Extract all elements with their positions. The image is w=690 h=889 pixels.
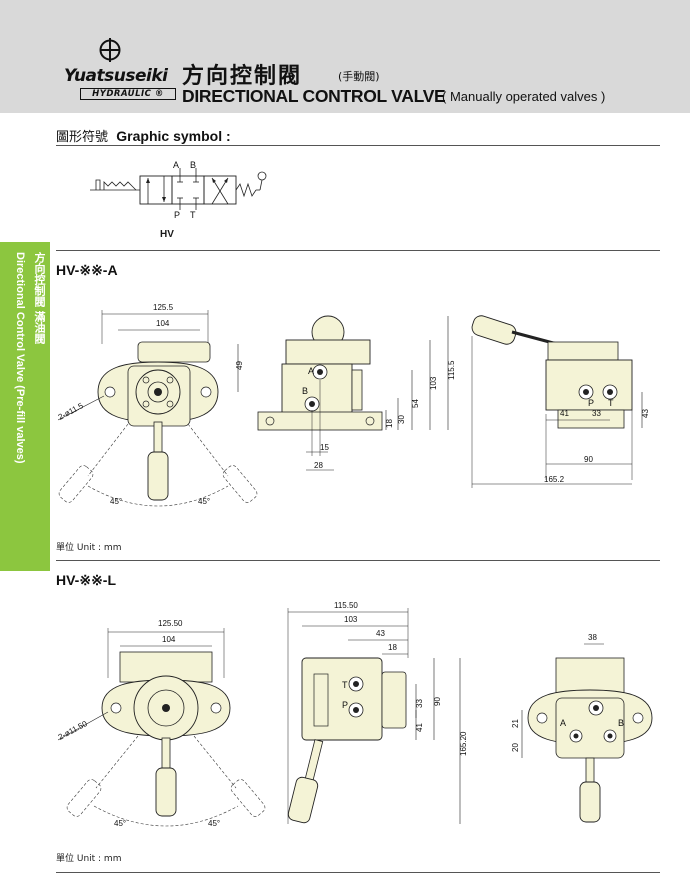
dim-l-rear-3: 20 [511,743,520,752]
page-title-en-sub: ( Manually operated valves ) [442,89,606,104]
dim-a-front-angle-1: 45° [110,497,122,506]
dim-l-side-7: 90 [433,697,442,706]
port-l-side-t: T [342,680,348,690]
dim-a-front-1: 125.5 [153,303,174,312]
drawing-a-side: A B 103 115.5 54 30 18 15 28 [257,315,456,471]
page-title-cn-sub: (手動閥) [338,70,380,83]
port-l-side-p: P [342,700,348,710]
dim-a-side-6: 15 [320,443,329,452]
port-a-rear-p: P [588,398,594,408]
dim-l-front-1: 125.50 [158,619,183,628]
drawing-l-side: 115.50 103 43 18 T P 33 41 90 165.20 [287,601,468,824]
side-tab [0,242,50,571]
dim-l-side-2: 103 [344,615,358,624]
brand-mark-icon [99,38,121,62]
brand-sub: HYDRAULIC ® [80,88,176,100]
dim-l-rear-2: 21 [511,719,520,728]
dim-a-side-2: 115.5 [447,360,456,380]
divider [56,560,660,561]
drawing-a-front: 125.5 104 49 2-ø11.5 45° 45° [58,303,258,507]
dim-a-rear-4: 90 [584,455,593,464]
unit-label-l: 單位 Unit : mm [56,854,122,864]
port-label-t: T [190,210,196,220]
graphic-symbol-diagram: A B P T [90,160,267,220]
brand-name: Yuatsuseiki [64,66,168,86]
dim-l-front-hole: 2-ø11.50 [58,719,89,742]
port-a-side-b: B [302,386,308,396]
dim-l-front-2: 104 [162,635,176,644]
dim-a-front-angle-2: 45° [198,497,210,506]
dim-l-side-5: 33 [415,699,424,708]
port-a-side-a: A [308,366,314,376]
unit-label-a: 單位 Unit : mm [56,543,122,553]
port-label-b: B [190,160,196,170]
dim-l-side-4: 18 [388,643,397,652]
model-heading-a: HV-※※-A [56,262,118,278]
drawing-l-front: 125.50 104 2-ø11.50 45° 45° [58,619,266,828]
dim-a-front-hole: 2-ø11.5 [58,401,85,422]
drawing-a-rear: P T 43 41 33 90 165.2 [471,315,650,488]
drawing-l-rear: 38 A B 21 20 [511,633,653,823]
dim-a-rear-2: 41 [560,409,569,418]
divider [56,250,660,251]
dim-a-side-1: 103 [429,376,438,390]
dim-a-side-4: 30 [397,415,406,424]
graphic-symbol-heading: 圖形符號 Graphic symbol : [56,128,231,145]
dim-l-front-angle-2: 45° [208,819,220,828]
dim-l-front-angle-1: 45° [114,819,126,828]
divider [56,872,660,873]
page-title-en: DIRECTIONAL CONTROL VALVE [182,86,446,106]
dim-a-side-5: 18 [385,419,394,428]
dim-a-front-2: 104 [156,319,170,328]
side-tab-en: Directional Control Valve (Pre-fill valv… [14,252,26,464]
dim-l-side-6: 41 [415,723,424,732]
divider [56,145,660,146]
port-l-rear-b: B [618,718,624,728]
port-l-rear-a: A [560,718,566,728]
dim-l-rear-1: 38 [588,633,597,642]
symbol-model-label: HV [160,229,174,240]
model-heading-l: HV-※※-L [56,572,117,588]
dim-a-side-7: 28 [314,461,323,470]
dim-a-rear-3: 33 [592,409,601,418]
page-title-cn: 方向控制閥 [182,64,303,89]
brand-logo: Yuatsuseiki HYDRAULIC ® [64,38,176,108]
port-label-p: P [174,210,180,220]
port-label-a: A [173,160,179,170]
dim-a-rear-1: 43 [641,409,650,418]
dim-l-side-1: 115.50 [334,601,358,610]
dim-a-side-3: 54 [411,399,420,408]
dim-l-side-8: 165.20 [459,731,468,756]
port-a-rear-t: T [608,398,614,408]
dim-a-front-3: 49 [235,361,244,370]
dim-l-side-3: 43 [376,629,385,638]
side-tab-cn: 方向控制閥 滿油閥 [33,252,46,344]
dim-a-rear-5: 165.2 [544,475,565,484]
